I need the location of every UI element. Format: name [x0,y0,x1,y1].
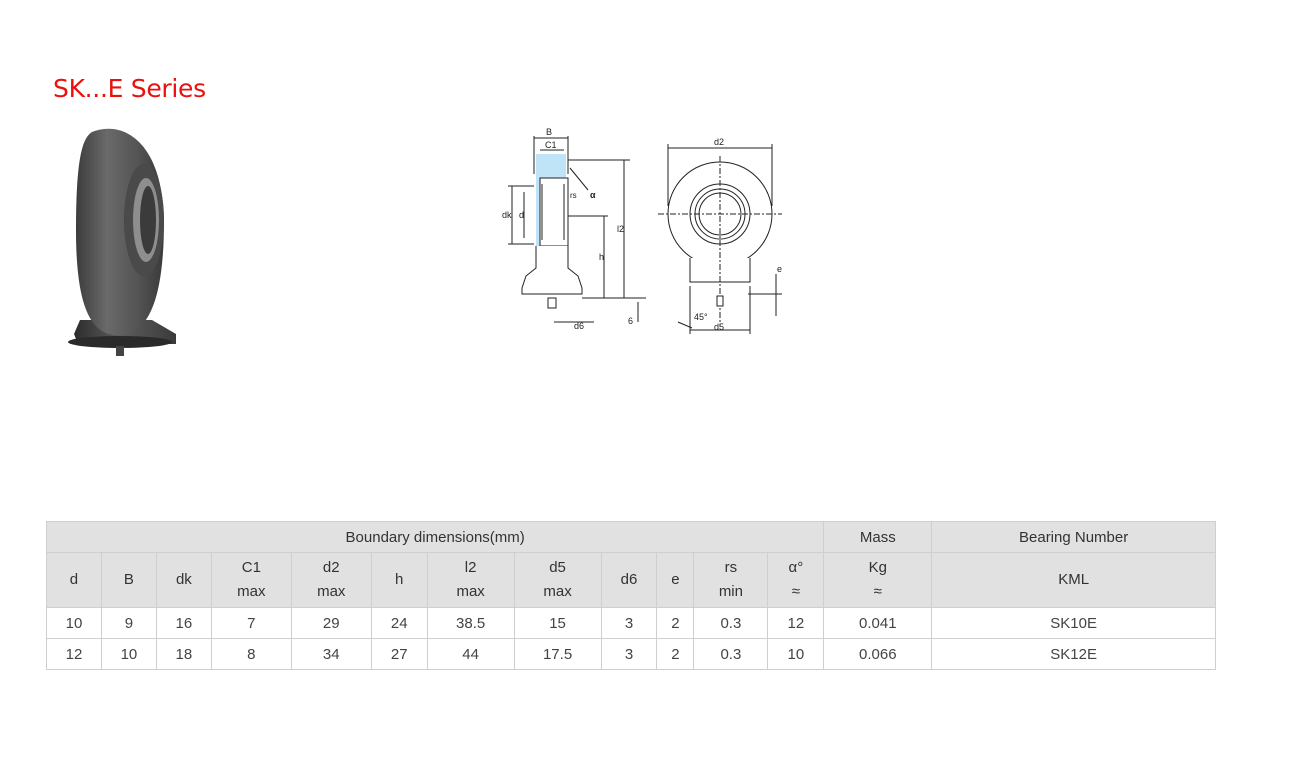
label-rs: rs [570,191,577,200]
label-45: 45° [694,312,708,322]
cell: 18 [155,638,212,670]
cell: 2 [656,607,695,639]
front-view: d2 e 45° d5 [658,137,782,334]
cell: 15 [513,607,602,639]
cell: 10 [767,638,825,670]
col-header: α°≈ [767,552,825,608]
label-B: B [546,127,552,137]
cell: 24 [370,607,428,639]
cell: 12 [46,638,102,670]
cell: 38.5 [426,607,515,639]
label-alpha: α [590,190,596,200]
cell: 2 [656,638,695,670]
header-bearing-number: Bearing Number [931,521,1216,553]
label-l2: l2 [617,224,624,234]
cell: 34 [290,638,372,670]
col-header: h [370,552,428,608]
header-mass: Mass [823,521,933,553]
cell: 16 [155,607,212,639]
col-header: e [656,552,695,608]
product-photo [52,120,188,365]
label-d2: d2 [714,137,724,147]
cell: 0.3 [693,638,769,670]
side-view: B C1 rs α dk d l2 h d6 6 [502,127,646,331]
table-row: 10 9 16 7 29 24 38.5 15 3 2 0.3 12 0.041… [46,607,1216,639]
cell: 9 [100,607,157,639]
cell: 0.3 [693,607,769,639]
col-header: Kg≈ [823,552,933,608]
cell: 0.041 [823,607,933,639]
label-6: 6 [628,316,633,326]
cell: SK12E [931,638,1216,670]
col-header: KML [931,552,1216,608]
label-h: h [599,252,604,262]
cell: 44 [426,638,515,670]
cell: 0.066 [823,638,933,670]
col-header: dk [155,552,212,608]
label-e: e [777,264,782,274]
col-header: d [46,552,102,608]
cell: 3 [600,607,658,639]
header-boundary: Boundary dimensions(mm) [45,521,825,553]
cell: 27 [370,638,428,670]
cell: SK10E [931,607,1216,639]
spec-table: Boundary dimensions(mm) Mass Bearing Num… [45,521,1216,670]
label-d6: d6 [574,321,584,331]
cell: 8 [210,638,292,670]
cell: 29 [290,607,372,639]
label-d: d [519,210,524,220]
table-row: 12 10 18 8 34 27 44 17.5 3 2 0.3 10 0.06… [46,638,1216,670]
cell: 10 [100,638,157,670]
cell: 10 [46,607,102,639]
label-dk: dk [502,210,512,220]
cell: 12 [767,607,825,639]
label-C1: C1 [545,140,557,150]
cell: 3 [600,638,658,670]
group-header-row: Boundary dimensions(mm) Mass Bearing Num… [45,521,1216,553]
label-d5: d5 [714,322,724,332]
col-header: d6 [600,552,658,608]
cell: 17.5 [513,638,602,670]
page-title: SK...E Series [53,74,206,103]
cell: 7 [210,607,292,639]
technical-drawing: B C1 rs α dk d l2 h d6 6 d2 e 45° d5 [502,127,782,334]
col-header: B [100,552,157,608]
